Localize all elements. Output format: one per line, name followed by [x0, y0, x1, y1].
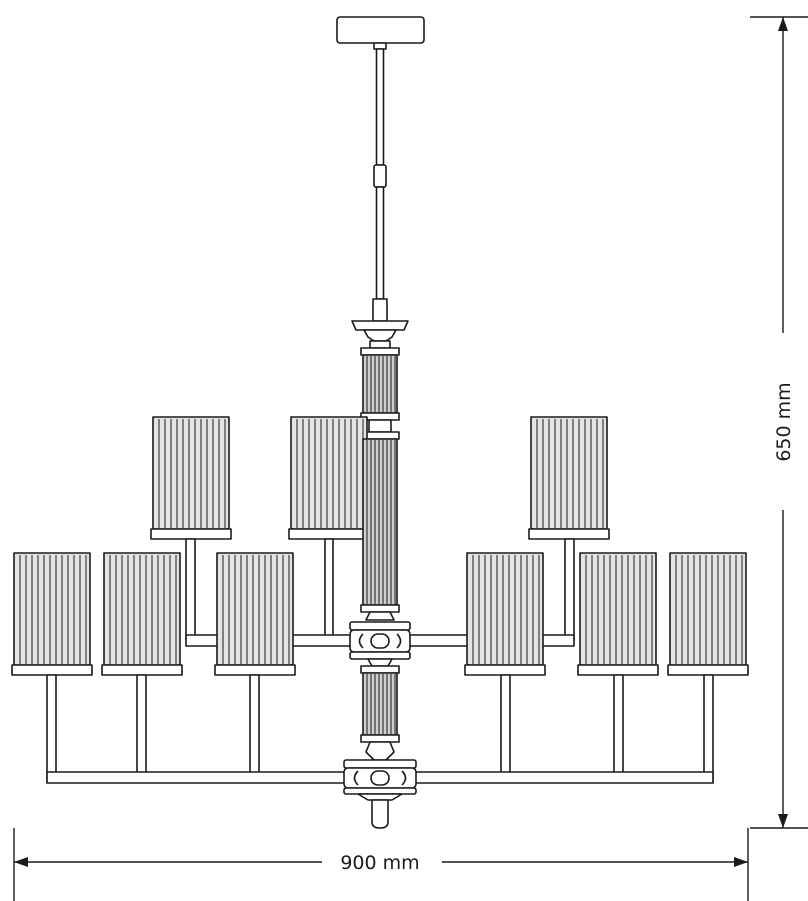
shade-lower-5 [577, 552, 659, 676]
shade-lower-4 [464, 552, 546, 676]
lower-column-top-neck [367, 658, 393, 667]
lower-arm-stem-1 [46, 674, 57, 783]
upper-tier-shades [150, 416, 610, 540]
lower-arm-stem-2 [136, 674, 147, 783]
rod-collar [372, 298, 388, 322]
middle-fluted-column [362, 438, 398, 606]
crown-ring [369, 340, 391, 349]
suspension-rod-upper [375, 48, 385, 166]
rod-coupler [373, 164, 387, 188]
canopy-neck [373, 42, 387, 50]
upper-arm-stem-2 [324, 538, 334, 641]
dimension-annotations [13, 16, 808, 901]
upper-column-flutes [366, 356, 396, 412]
shade-lower-2 [101, 552, 183, 676]
lower-hub-neck [365, 741, 395, 761]
lower-column-flutes [366, 674, 396, 734]
suspension-rod-lower [375, 186, 385, 300]
lower-arm-stem-3 [249, 674, 260, 783]
upper-arm-stem-1 [185, 538, 196, 641]
middle-column-flutes [366, 440, 396, 604]
crown-cap [351, 320, 409, 331]
shade-upper-3 [528, 416, 610, 540]
chandelier [11, 16, 749, 829]
middle-column-bottom-plate [360, 604, 400, 613]
upper-arm-stem-3 [564, 538, 575, 641]
height-dimension-label: 650 mm [773, 382, 795, 461]
column-spacer [368, 419, 392, 433]
lower-fluted-column [362, 672, 398, 736]
lower-column-bottom-plate [360, 734, 400, 743]
upper-column-top-plate [360, 347, 400, 356]
shade-upper-1 [150, 416, 232, 540]
upper-fluted-column [362, 354, 398, 414]
finial-cap [357, 793, 403, 801]
lower-arm-stem-5 [613, 674, 624, 783]
shade-lower-1 [11, 552, 93, 676]
lower-arm-stem-4 [500, 674, 511, 783]
width-dimension-label: 900 mm [340, 852, 419, 874]
upper-hub-neck [365, 611, 395, 621]
shade-upper-2 [288, 416, 370, 540]
ceiling-canopy [336, 16, 425, 44]
upper-hub [349, 621, 411, 660]
lower-hub [343, 759, 417, 795]
bottom-finial [371, 799, 389, 829]
shade-lower-6 [667, 552, 749, 676]
lower-arm-stem-6 [703, 674, 714, 783]
lower-column-top-plate [360, 665, 400, 674]
lower-tier-shades [11, 552, 749, 676]
crown-neck [363, 329, 397, 342]
shade-lower-3 [214, 552, 296, 676]
